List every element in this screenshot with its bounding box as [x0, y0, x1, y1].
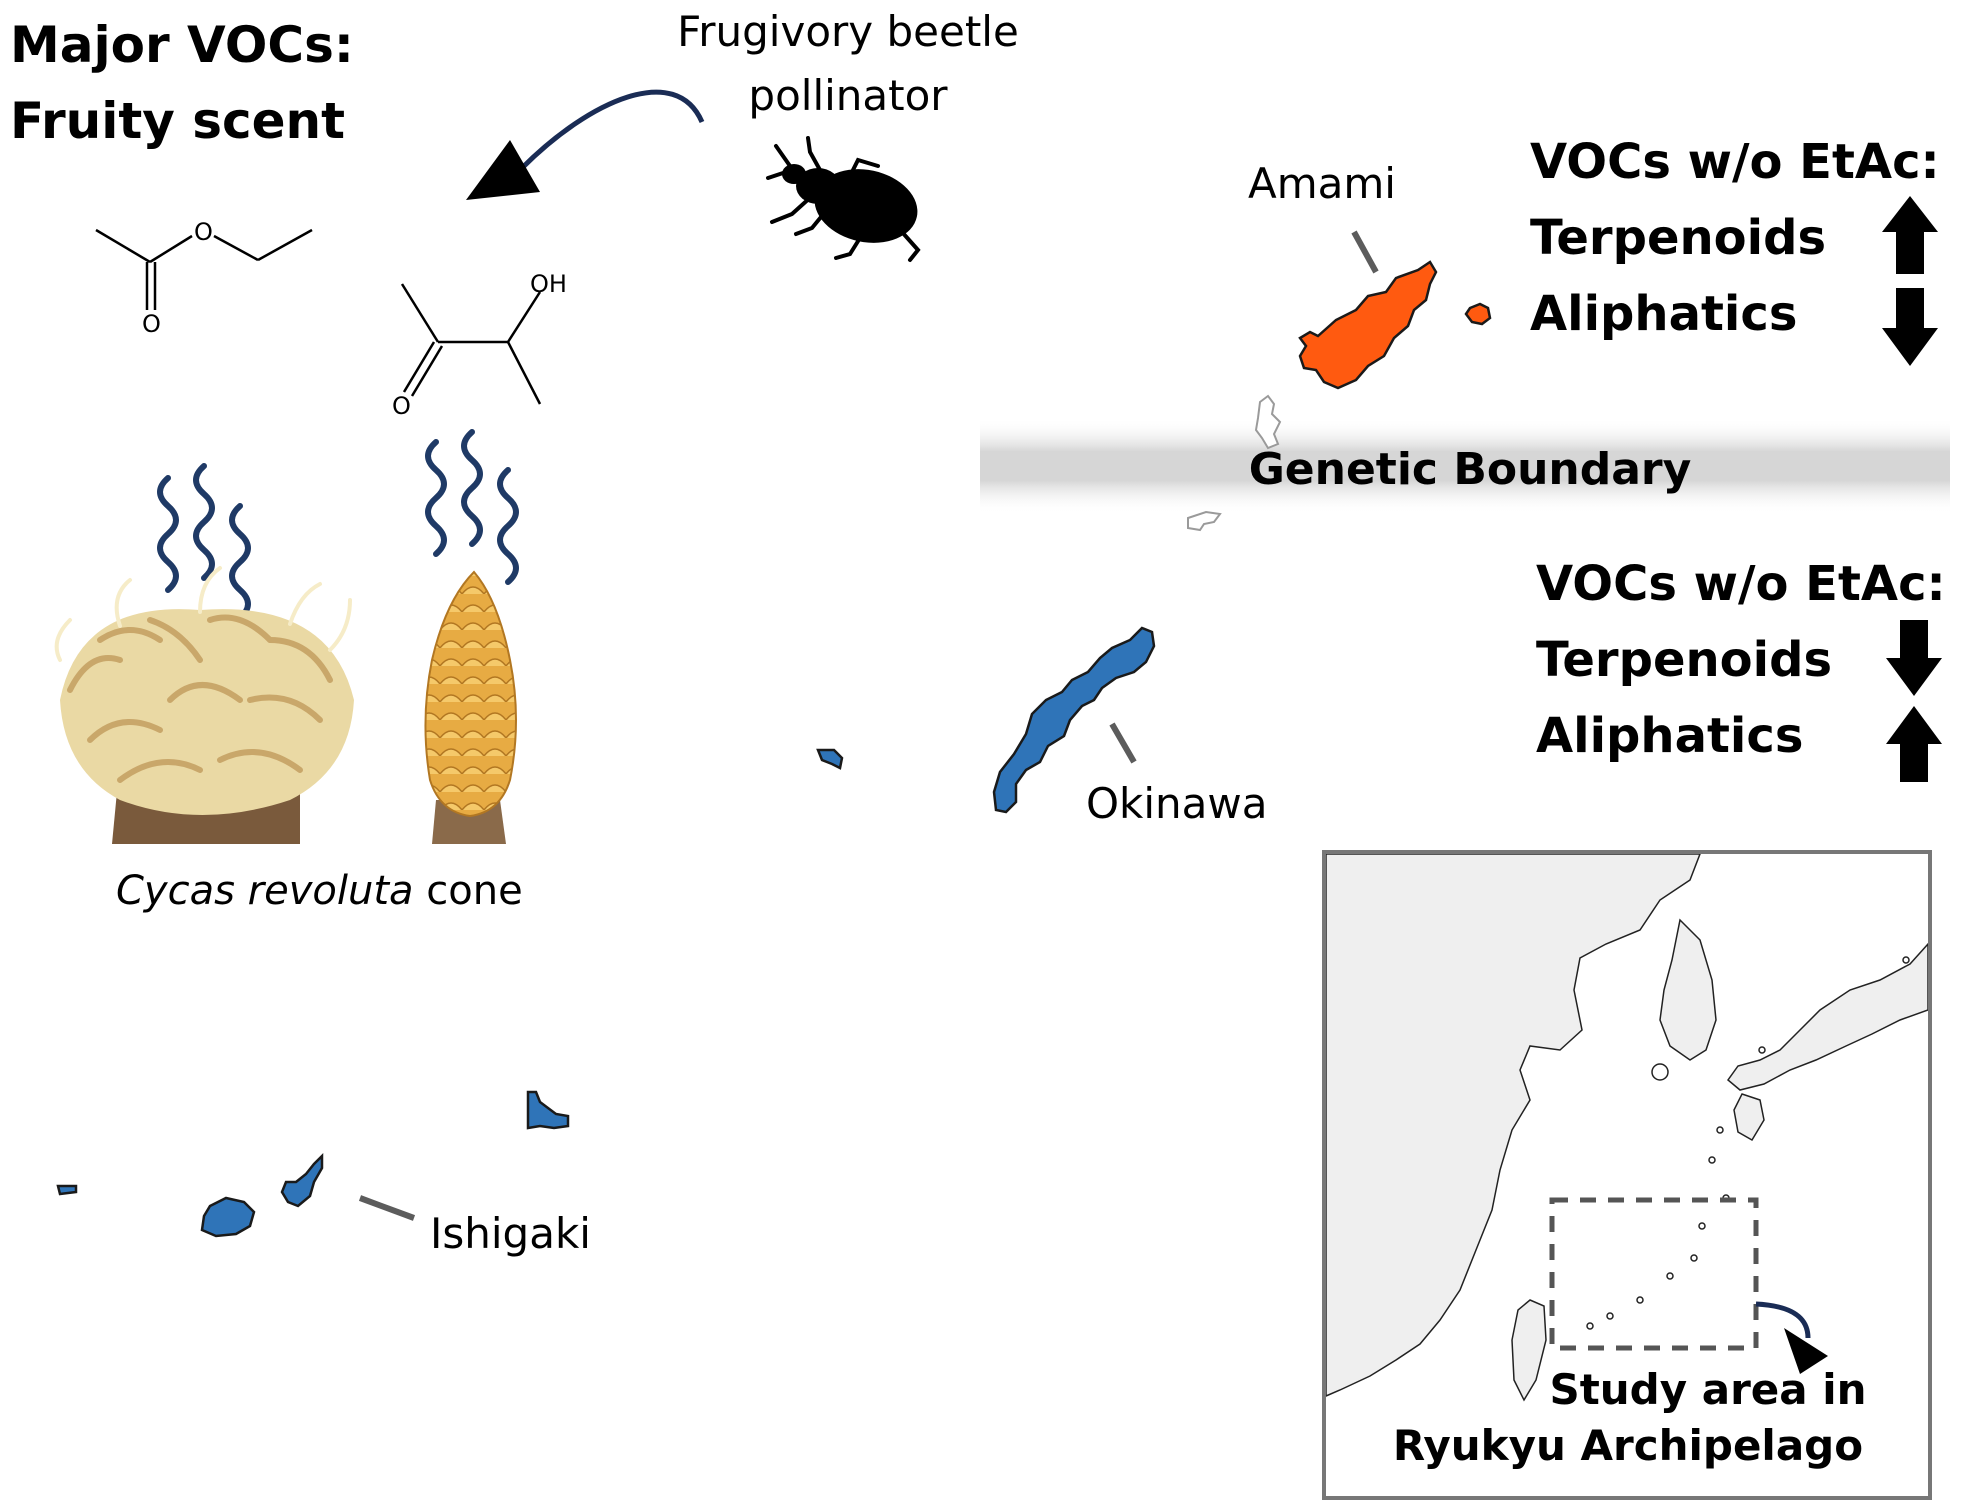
scent-waves-female	[157, 463, 251, 621]
yaeyama-islands	[56, 1090, 570, 1238]
north-aliphatics: Aliphatics	[1530, 286, 1797, 342]
south-terpenoids: Terpenoids	[1536, 632, 1832, 688]
south-aliphatics: Aliphatics	[1536, 708, 1803, 764]
inset-caption-line-2: Ryukyu Archipelago	[1393, 1421, 1863, 1470]
okinawa-label: Okinawa	[1086, 779, 1268, 828]
major-vocs-title: Major VOCs: Fruity scent	[10, 16, 354, 150]
south-voc-panel: VOCs w/o EtAc: Terpenoids Aliphatics	[1536, 556, 1946, 782]
boundary-islets	[1187, 394, 1282, 532]
inset-caption-line-1: Study area in	[1549, 1365, 1866, 1414]
acetoin-structure	[400, 283, 542, 405]
inset-arrowhead	[1784, 1328, 1828, 1374]
okinawa-leader	[1109, 722, 1137, 764]
south-terpenoids-down-arrow	[1886, 620, 1942, 696]
genetic-boundary-band	[980, 418, 1950, 514]
study-area-box	[1549, 1197, 1759, 1351]
ishigaki-leader	[358, 1195, 416, 1221]
okinawa-island	[816, 626, 1156, 814]
female-cone-image	[54, 566, 354, 844]
ester-oxygen-label: O	[194, 218, 213, 246]
carbonyl-oxygen-label: O	[142, 310, 161, 338]
pollinator-label: Frugivory beetle pollinator	[677, 7, 1019, 120]
male-cone-image	[424, 570, 517, 844]
south-aliphatics-up-arrow	[1886, 706, 1942, 782]
ethyl-acetate-structure	[95, 228, 313, 310]
amami-label: Amami	[1248, 159, 1396, 208]
inset-landmass	[1326, 854, 1928, 1402]
cone-species: Cycas revoluta	[116, 868, 414, 914]
title-line-2: Fruity scent	[10, 92, 345, 150]
genetic-boundary-label: Genetic Boundary	[1249, 444, 1692, 495]
pollinator-line-1: Frugivory beetle	[677, 7, 1019, 56]
south-voc-title: VOCs w/o EtAc:	[1536, 556, 1946, 612]
hydroxyl-label: OH	[530, 270, 567, 298]
scent-waves-male	[425, 429, 519, 585]
north-terpenoids: Terpenoids	[1530, 210, 1826, 266]
inset-curved-arrow	[1755, 1301, 1811, 1339]
cone-caption: Cycas revoluta cone	[116, 868, 523, 914]
north-voc-title: VOCs w/o EtAc:	[1530, 134, 1940, 190]
beetle-icon	[766, 136, 921, 262]
amami-leader	[1351, 230, 1379, 274]
ketone-oxygen-label: O	[392, 392, 411, 420]
title-line-1: Major VOCs:	[10, 16, 354, 74]
pollinator-line-2: pollinator	[748, 71, 948, 120]
curved-arrow-to-vocs	[466, 89, 705, 200]
north-voc-panel: VOCs w/o EtAc: Terpenoids Aliphatics	[1530, 134, 1940, 366]
north-terpenoids-up-arrow	[1882, 196, 1938, 274]
amami-island	[1298, 260, 1492, 390]
north-aliphatics-down-arrow	[1882, 288, 1938, 366]
cone-suffix: cone	[414, 868, 523, 914]
inset-map: Study area in Ryukyu Archipelago	[1322, 850, 1932, 1500]
ishigaki-label: Ishigaki	[430, 1209, 591, 1258]
